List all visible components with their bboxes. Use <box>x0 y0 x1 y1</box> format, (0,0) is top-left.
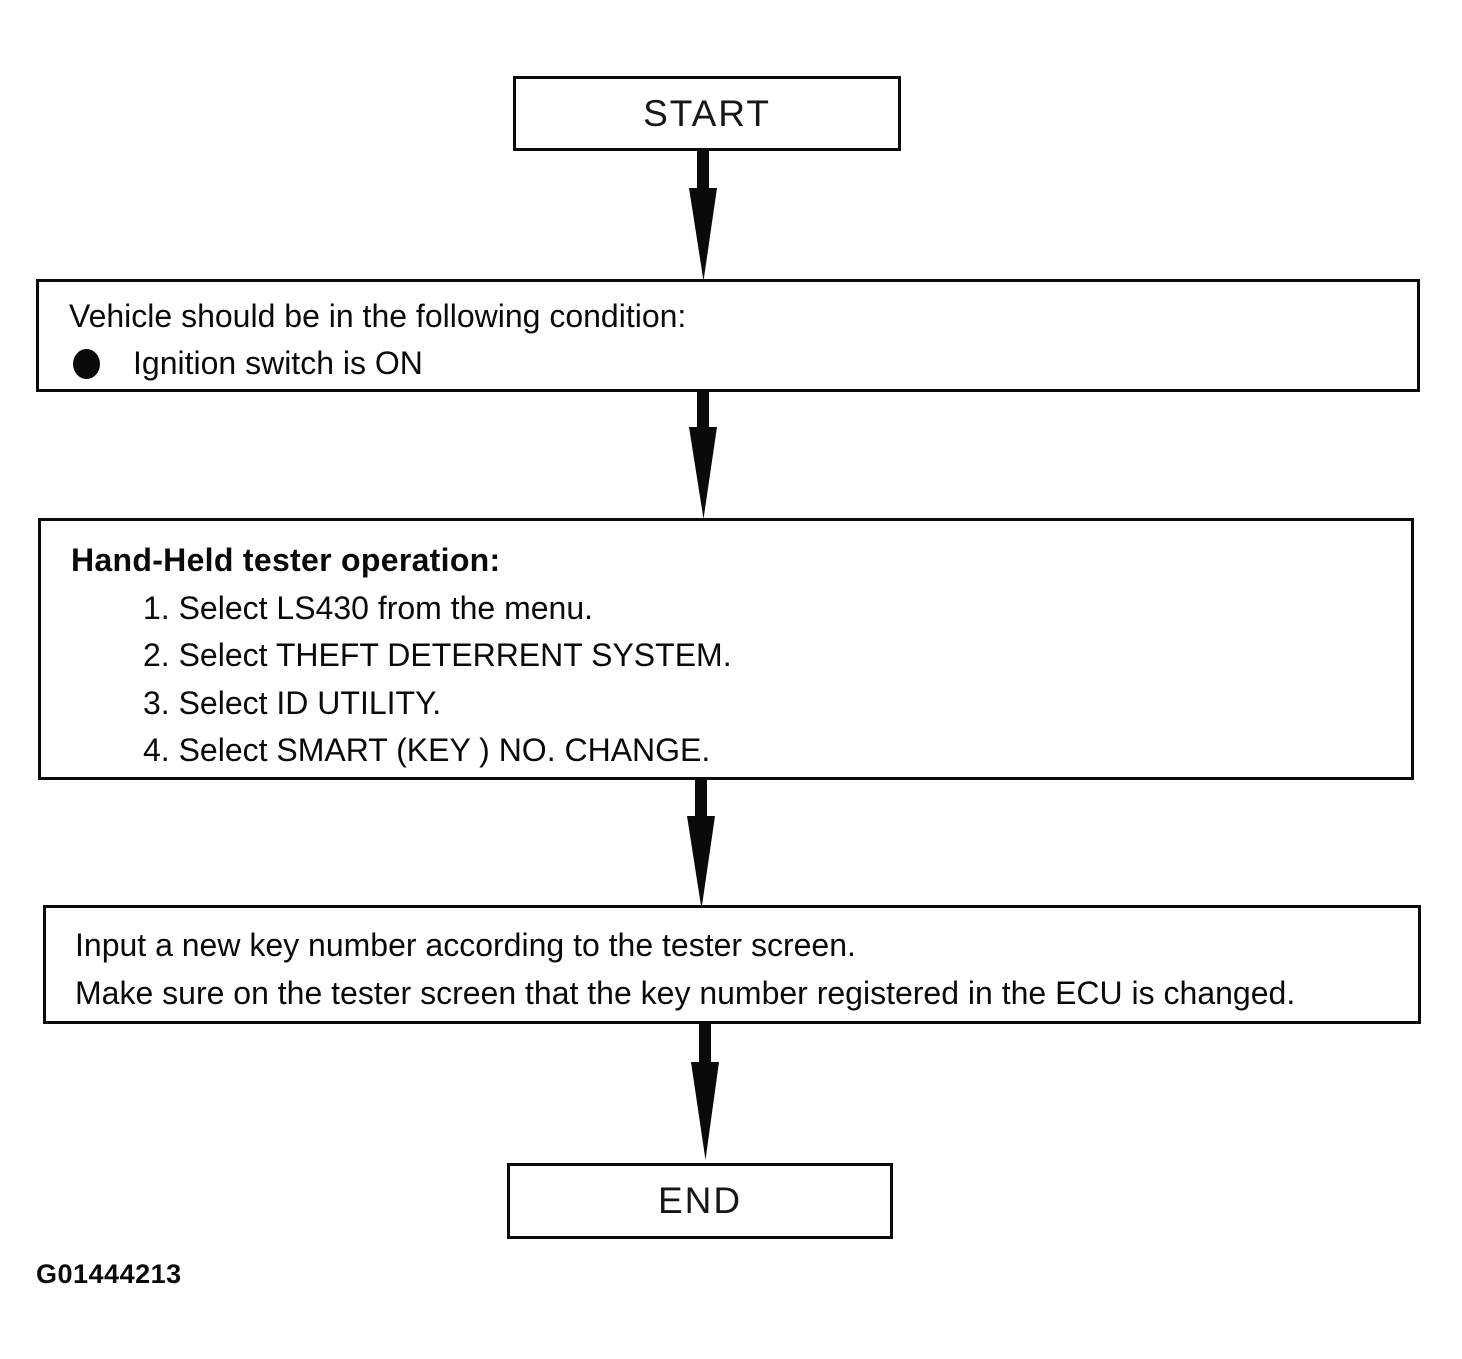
tester-step: 1. Select LS430 from the menu. <box>143 589 594 626</box>
end-node-label: END <box>657 1180 743 1221</box>
arrow-head <box>687 816 715 909</box>
condition-bullet-text: Ignition switch is ON <box>133 345 423 381</box>
start-node-label: START <box>643 92 771 134</box>
input-box: Input a new key number according to the … <box>43 905 1421 1024</box>
bullet-icon <box>73 348 100 379</box>
input-box-line: Input a new key number according to the … <box>75 927 856 963</box>
start-node: START <box>513 76 901 151</box>
tester-box-title: Hand-Held tester operation: <box>71 542 501 578</box>
condition-title: Vehicle should be in the following condi… <box>69 298 687 334</box>
arrow-head <box>689 427 717 519</box>
down-arrow-icon <box>687 780 715 909</box>
arrow-stem <box>695 780 707 820</box>
arrow-head <box>689 188 717 281</box>
end-node: END <box>507 1163 893 1239</box>
tester-step: 3. Select ID UTILITY. <box>143 684 442 721</box>
arrow-stem <box>699 1024 711 1066</box>
arrow-stem <box>697 391 709 431</box>
down-arrow-icon <box>689 391 717 519</box>
tester-box: Hand-Held tester operation: 1. Select LS… <box>38 518 1414 780</box>
arrow-head <box>691 1062 719 1160</box>
figure-id: G01444213 <box>36 1259 182 1289</box>
down-arrow-icon <box>689 150 717 281</box>
tester-step: 4. Select SMART (KEY ) NO. CHANGE. <box>143 732 711 768</box>
down-arrow-icon <box>691 1024 719 1160</box>
condition-box: Vehicle should be in the following condi… <box>36 279 1420 392</box>
arrow-stem <box>697 150 709 192</box>
condition-bullet-row: Ignition switch is ON <box>69 340 1407 387</box>
input-box-line: Make sure on the tester screen that the … <box>75 975 1296 1011</box>
tester-step: 2. Select THEFT DETERRENT SYSTEM. <box>143 637 732 673</box>
